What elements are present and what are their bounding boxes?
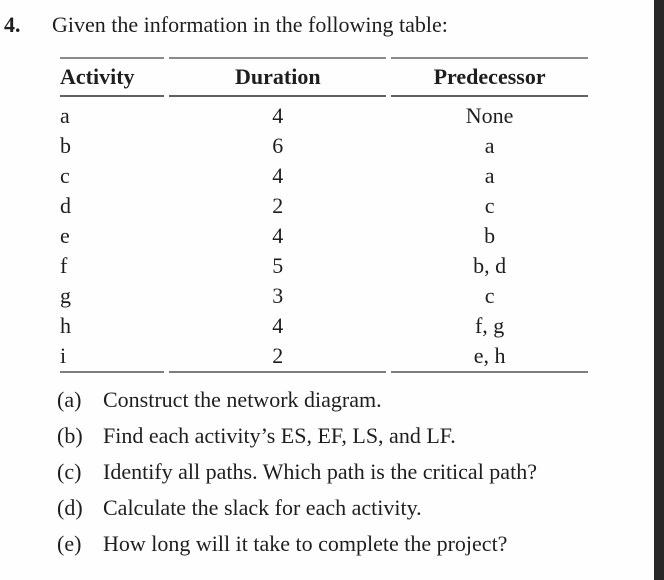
problem-intro: Given the information in the following t… <box>52 12 448 37</box>
question-label: (e) <box>57 531 82 556</box>
question-text: Identify all paths. Which path is the cr… <box>103 459 537 484</box>
duration-cell: 2 <box>272 193 284 218</box>
predecessor-cell: c <box>484 283 495 308</box>
header-duration: Duration <box>169 57 387 97</box>
question-text: Find each activity’s ES, EF, LS, and LF. <box>103 423 456 448</box>
activity-cell: g <box>60 283 71 308</box>
question-text: Construct the network diagram. <box>103 387 382 412</box>
duration-cell: 6 <box>272 133 284 158</box>
table-row: h 4 f, g <box>60 311 588 341</box>
scanned-page-edge <box>654 0 664 580</box>
activity-cell: b <box>60 133 71 158</box>
question-label: (d) <box>57 495 83 520</box>
table-row: b 6 a <box>60 131 588 161</box>
activity-cell: f <box>60 253 68 278</box>
question-label: (b) <box>57 423 83 448</box>
predecessor-cell: a <box>484 133 495 158</box>
duration-cell: 4 <box>272 103 284 128</box>
predecessor-cell: a <box>484 163 495 188</box>
table-row: g 3 c <box>60 281 588 311</box>
question-item: (d) Calculate the slack for each activit… <box>57 494 637 521</box>
table-row: f 5 b, d <box>60 251 588 281</box>
table-row: c 4 a <box>60 161 588 191</box>
duration-cell: 4 <box>272 313 284 338</box>
question-label: (c) <box>57 459 82 484</box>
header-predecessor: Predecessor <box>391 57 588 97</box>
activity-cell: a <box>60 103 70 128</box>
predecessor-cell: e, h <box>391 341 588 373</box>
table-header-row: Activity Duration Predecessor <box>60 57 588 97</box>
predecessor-cell: None <box>465 103 514 128</box>
duration-cell: 5 <box>272 253 284 278</box>
duration-cell: 2 <box>169 341 387 373</box>
activity-cell: c <box>60 163 70 188</box>
activity-table-header: Activity Duration Predecessor <box>60 57 588 97</box>
header-activity: Activity <box>60 57 165 97</box>
duration-cell: 4 <box>272 163 284 188</box>
table-row: e 4 b <box>60 221 588 251</box>
activity-table-body: a 4 None b 6 a c 4 a d 2 c e 4 b <box>60 97 588 373</box>
duration-cell: 4 <box>272 223 284 248</box>
activity-cell: h <box>60 313 71 338</box>
predecessor-cell: f, g <box>474 313 505 338</box>
question-item: (e) How long will it take to complete th… <box>57 530 637 557</box>
problem-number: 4. <box>4 12 21 37</box>
predecessor-cell: c <box>484 193 495 218</box>
problem-header: 4. Given the information in the following… <box>4 11 624 39</box>
activity-cell: e <box>60 223 70 248</box>
table-row: i 2 e, h <box>60 341 588 373</box>
duration-cell: 3 <box>272 283 284 308</box>
activity-cell: d <box>60 193 71 218</box>
question-list: (a) Construct the network diagram. (b) F… <box>57 386 637 566</box>
question-item: (b) Find each activity’s ES, EF, LS, and… <box>57 422 637 449</box>
activity-cell: i <box>60 341 165 373</box>
predecessor-cell: b, d <box>473 253 507 278</box>
question-label: (a) <box>57 387 82 412</box>
predecessor-cell: b <box>484 223 496 248</box>
question-text: How long will it take to complete the pr… <box>103 531 508 556</box>
table-row: d 2 c <box>60 191 588 221</box>
question-item: (a) Construct the network diagram. <box>57 386 637 413</box>
question-item: (c) Identify all paths. Which path is th… <box>57 458 637 485</box>
table-row: a 4 None <box>60 97 588 131</box>
activity-table: Activity Duration Predecessor a 4 None b… <box>55 57 593 373</box>
question-text: Calculate the slack for each activity. <box>103 495 422 520</box>
